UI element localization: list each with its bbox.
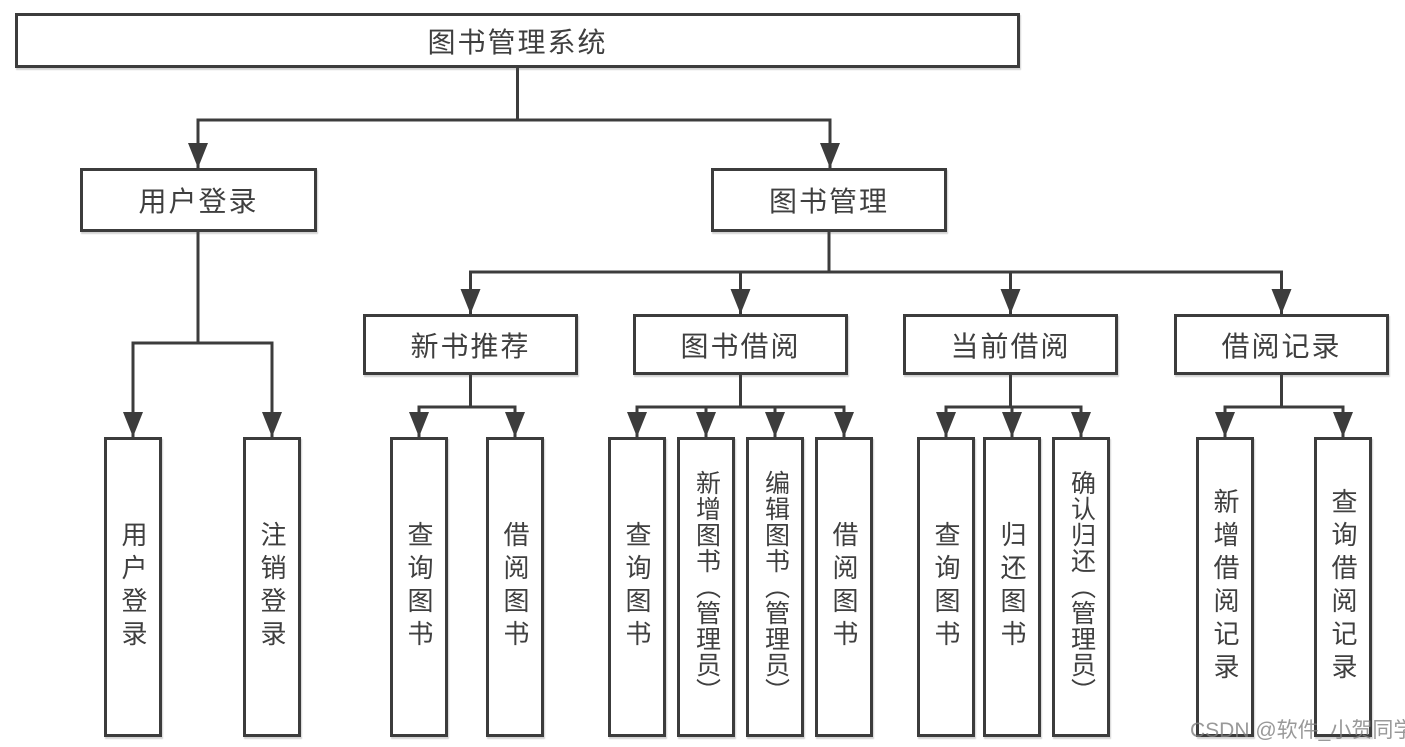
node-book-borrowing: 图书借阅 xyxy=(633,314,848,375)
node-label: 新增图书（管理员） xyxy=(692,470,721,704)
node-label: 图书管理 xyxy=(768,186,889,217)
node-label: 查询图书 xyxy=(404,521,434,653)
leaf-user-login: 用户登录 xyxy=(104,437,162,737)
watermark-csdn: CSDN @软件_小贺同学 xyxy=(1190,719,1405,742)
leaf-query-books-borrowing: 查询图书 xyxy=(608,437,666,737)
leaf-add-borrow-record: 新增借阅记录 xyxy=(1196,437,1254,737)
node-label: 归还图书 xyxy=(997,521,1027,653)
node-label: 编辑图书（管理员） xyxy=(761,470,790,704)
leaf-query-books-recommend: 查询图书 xyxy=(390,437,448,737)
node-label: 新增借阅记录 xyxy=(1210,488,1240,686)
node-label: 确认归还（管理员） xyxy=(1067,470,1096,704)
leaf-return-books: 归还图书 xyxy=(983,437,1041,737)
leaf-borrow-books-recommend: 借阅图书 xyxy=(486,437,544,737)
node-new-book-recommendation: 新书推荐 xyxy=(363,314,578,375)
leaf-add-books-admin: 新增图书（管理员） xyxy=(677,437,735,737)
node-label: 借阅图书 xyxy=(829,521,859,653)
node-label: 借阅图书 xyxy=(500,521,530,653)
node-label: 新书推荐 xyxy=(410,330,531,362)
node-label: 注销登录 xyxy=(257,521,287,653)
node-borrowing-records: 借阅记录 xyxy=(1174,314,1389,375)
leaf-query-books-current: 查询图书 xyxy=(917,437,975,737)
leaf-edit-books-admin: 编辑图书（管理员） xyxy=(746,437,804,737)
node-library-management-system: 图书管理系统 xyxy=(15,13,1020,68)
leaf-borrow-books-borrowing: 借阅图书 xyxy=(815,437,873,737)
node-label: 借阅记录 xyxy=(1221,330,1342,362)
node-label: 当前借阅 xyxy=(950,330,1071,362)
node-user-login: 用户登录 xyxy=(80,168,317,232)
node-book-management: 图书管理 xyxy=(711,168,947,232)
node-label: 图书管理系统 xyxy=(427,26,608,58)
node-label: 用户登录 xyxy=(138,186,259,217)
node-label: 查询借阅记录 xyxy=(1328,488,1358,686)
leaf-confirm-return-admin: 确认归还（管理员） xyxy=(1052,437,1110,737)
node-label: 用户登录 xyxy=(118,521,148,653)
node-label: 查询图书 xyxy=(622,521,652,653)
leaf-query-borrow-record: 查询借阅记录 xyxy=(1314,437,1372,737)
node-current-borrowing: 当前借阅 xyxy=(903,314,1118,375)
node-label: 图书借阅 xyxy=(680,330,801,362)
leaf-logout: 注销登录 xyxy=(243,437,301,737)
node-label: 查询图书 xyxy=(931,521,961,653)
